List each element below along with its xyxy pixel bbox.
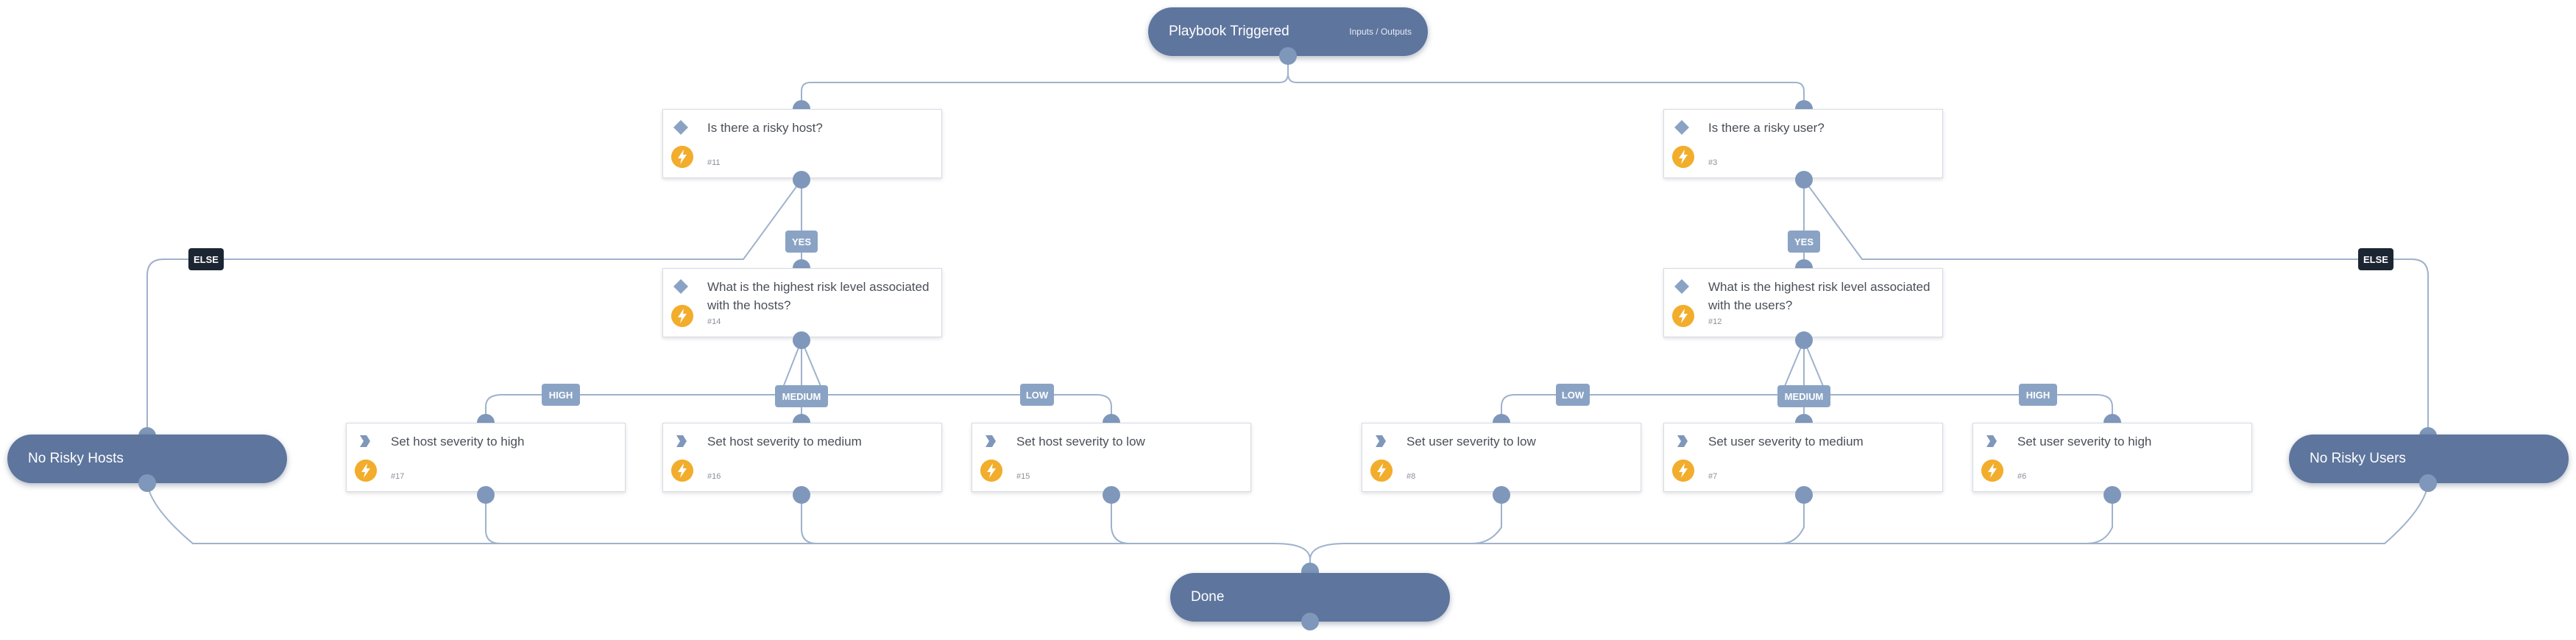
host-low-out-port[interactable]	[1103, 486, 1120, 504]
bolt-icon	[1672, 460, 1694, 482]
card-risky-user[interactable]: Is there a risky user? #3	[1663, 109, 1943, 178]
card-host-low[interactable]: Set host severity to low #15	[972, 423, 1251, 492]
bolt-icon	[671, 146, 693, 168]
card-title: Set user severity to low	[1406, 435, 1536, 449]
card-title: What is the highest risk level associate…	[707, 280, 930, 312]
card-host-high[interactable]: Set host severity to high #17	[346, 423, 626, 492]
done-out-port[interactable]	[1301, 613, 1319, 630]
bolt-icon	[1672, 146, 1694, 168]
else-tag-hosts[interactable]: ELSE	[188, 248, 224, 270]
edge-user-low	[1501, 340, 1805, 423]
user-low-out-port[interactable]	[1493, 486, 1510, 504]
tag-user-low[interactable]: LOW	[1556, 384, 1590, 406]
tag-host-medium[interactable]: MEDIUM	[775, 385, 828, 407]
card-title: Set user severity to medium	[1708, 435, 1864, 449]
task-number: #15	[1016, 472, 1030, 481]
risky-user-out-port[interactable]	[1795, 171, 1813, 189]
card-title: Set host severity to low	[1016, 435, 1145, 449]
no-hosts-label: No Risky Hosts	[28, 451, 124, 466]
chevron-icon	[360, 435, 370, 447]
edge-hostlow-done	[1111, 495, 1130, 544]
diamond-icon	[1674, 279, 1689, 294]
task-number: #3	[1708, 158, 1718, 167]
card-user-medium[interactable]: Set user severity to medium #7	[1663, 423, 1943, 492]
card-title: Is there a risky user?	[1708, 121, 1825, 135]
bolt-icon	[1672, 305, 1694, 327]
edge-hostmed-done	[801, 495, 818, 544]
chevron-icon	[1376, 435, 1386, 447]
diamond-icon	[673, 120, 688, 135]
bolt-icon	[1981, 460, 2003, 482]
edge-start-to-risky-user	[1287, 73, 1805, 108]
task-number: #17	[391, 472, 405, 481]
card-host-medium[interactable]: Set host severity to medium #16	[662, 423, 942, 492]
tag-user-medium[interactable]: MEDIUM	[1777, 385, 1830, 407]
bolt-icon	[671, 460, 693, 482]
else-tag-users[interactable]: ELSE	[2358, 248, 2393, 270]
host-medium-out-port[interactable]	[793, 486, 810, 504]
task-number: #8	[1406, 472, 1416, 481]
bolt-icon	[1370, 460, 1393, 482]
edge-user-else	[1803, 179, 2429, 436]
card-title: What is the highest risk level associate…	[1708, 280, 1931, 312]
edge-host-else	[146, 179, 802, 436]
diamond-icon	[673, 279, 688, 294]
no-hosts-out-port[interactable]	[138, 474, 156, 492]
bolt-icon	[671, 305, 693, 327]
task-number: #6	[2017, 472, 2027, 481]
yes-tag-users[interactable]: YES	[1788, 231, 1820, 253]
tag-user-high[interactable]: HIGH	[2019, 384, 2057, 406]
task-number: #16	[707, 472, 721, 481]
edge-user-high	[1803, 340, 2113, 423]
host-level-out-port[interactable]	[793, 331, 810, 349]
edge-hosthigh-done	[485, 495, 501, 544]
bolt-icon	[355, 460, 377, 482]
card-title: Set user severity to high	[2017, 435, 2152, 449]
task-number: #7	[1708, 472, 1718, 481]
user-level-out-port[interactable]	[1795, 331, 1813, 349]
start-label: Playbook Triggered	[1169, 24, 1289, 39]
chevron-icon	[676, 435, 687, 447]
edge-nohosts-done	[146, 482, 1311, 572]
tag-host-low[interactable]: LOW	[1020, 384, 1054, 406]
edge-host-high	[485, 340, 802, 423]
edge-start-to-risky-host	[801, 56, 1289, 108]
bolt-icon	[980, 460, 1002, 482]
card-user-high[interactable]: Set user severity to high #6	[1972, 423, 2252, 492]
task-number: #12	[1708, 317, 1722, 326]
chevron-icon	[986, 435, 996, 447]
chevron-icon	[1986, 435, 1997, 447]
tag-host-high[interactable]: HIGH	[542, 384, 580, 406]
edge-host-low	[801, 340, 1112, 423]
risky-host-out-port[interactable]	[793, 171, 810, 189]
user-high-out-port[interactable]	[2103, 486, 2121, 504]
card-title: Is there a risky host?	[707, 121, 823, 135]
yes-tag-hosts[interactable]: YES	[785, 231, 818, 253]
no-users-label: No Risky Users	[2310, 451, 2406, 466]
card-user-low[interactable]: Set user severity to low #8	[1362, 423, 1641, 492]
card-host-risk-level[interactable]: What is the highest risk level associate…	[662, 268, 942, 337]
host-high-out-port[interactable]	[477, 486, 495, 504]
card-title: Set host severity to medium	[707, 435, 862, 449]
user-medium-out-port[interactable]	[1795, 486, 1813, 504]
card-user-risk-level[interactable]: What is the highest risk level associate…	[1663, 268, 1943, 337]
start-port[interactable]	[1279, 47, 1297, 65]
task-number: #11	[707, 158, 721, 167]
card-risky-host[interactable]: Is there a risky host? #11	[662, 109, 942, 178]
inputs-outputs-link[interactable]: Inputs / Outputs	[1349, 27, 1412, 37]
no-users-out-port[interactable]	[2419, 474, 2437, 492]
task-number: #14	[707, 317, 721, 326]
edge-userlow-done	[1309, 495, 1502, 560]
card-title: Set host severity to high	[391, 435, 525, 449]
done-label: Done	[1191, 589, 1225, 605]
chevron-icon	[1677, 435, 1688, 447]
diamond-icon	[1674, 120, 1689, 135]
